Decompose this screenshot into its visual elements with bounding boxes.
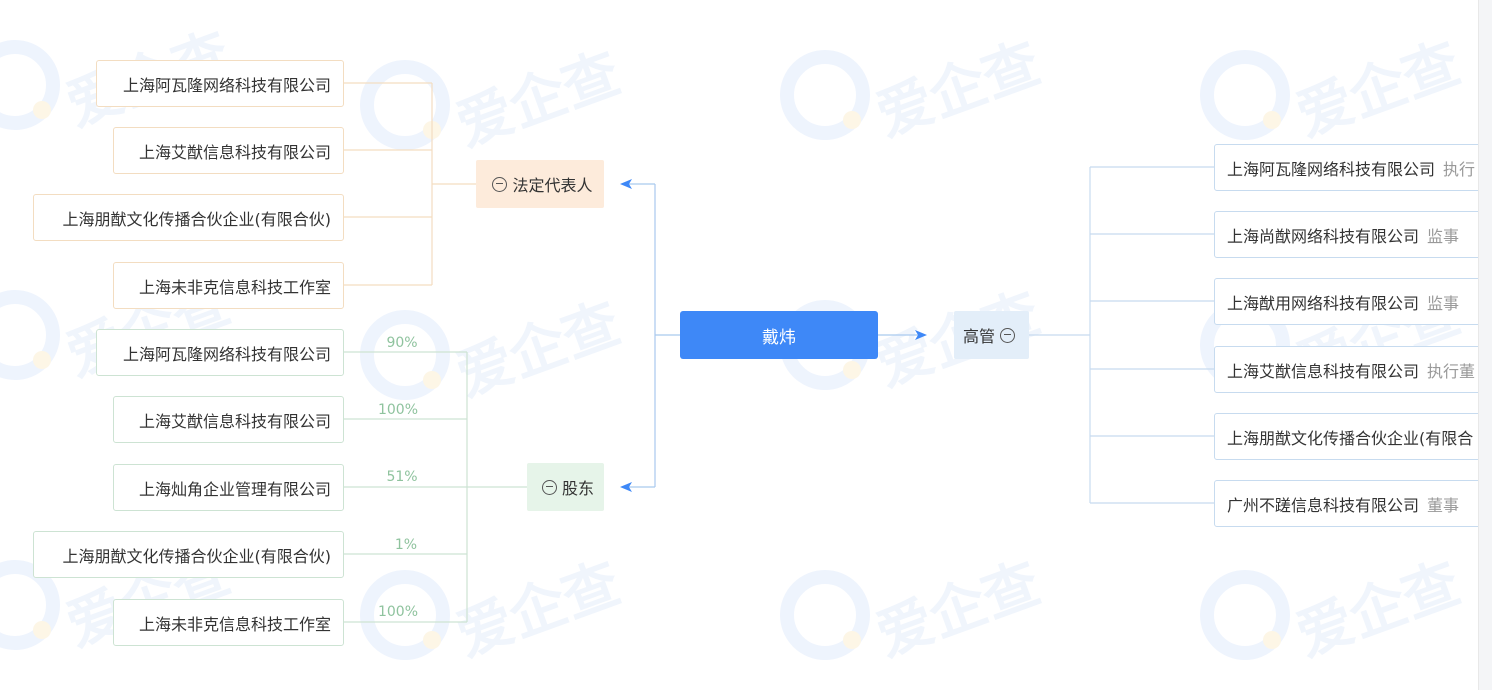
center-connectors (628, 183, 918, 488)
center-person-node[interactable]: 戴炜 (680, 311, 878, 359)
share-percentage: 51% (386, 469, 418, 485)
legal-rep-connectors (344, 82, 476, 286)
company-name: 上海艾猷信息科技有限公司 (1227, 361, 1420, 381)
company-name: 上海未非克信息科技工作室 (138, 277, 331, 297)
company-name: 广州不蹉信息科技有限公司 (1227, 495, 1420, 515)
management-company[interactable]: 上海艾猷信息科技有限公司 执行董 (1214, 346, 1478, 393)
shareholder-company[interactable]: 上海阿瓦隆网络科技有限公司 (96, 329, 344, 376)
shareholder-company[interactable]: 上海未非克信息科技工作室 (113, 599, 344, 646)
position-label: 执行董 (1427, 361, 1476, 381)
shareholder-company[interactable]: 上海朋猷文化传播合伙企业(有限合伙) (33, 531, 344, 578)
share-percentage: 100% (377, 604, 419, 620)
company-name: 上海朋猷文化传播合伙企业(有限合伙) (62, 209, 332, 229)
legal-rep-company[interactable]: 上海未非克信息科技工作室 (113, 262, 344, 309)
company-name: 上海猷用网络科技有限公司 (1227, 293, 1420, 313)
management-company[interactable]: 上海尚猷网络科技有限公司 监事 (1214, 211, 1478, 258)
category-label: 股东 (561, 479, 594, 498)
position-label: 监事 (1427, 293, 1460, 313)
position-label: 执行 (1443, 159, 1476, 179)
legal-rep-category[interactable]: 法定代表人 (476, 160, 604, 208)
category-label: 高管 (962, 327, 995, 346)
company-name: 上海朋猷文化传播合伙企业(有限合 (1227, 428, 1474, 448)
share-percentage: 90% (386, 335, 418, 351)
management-company[interactable]: 上海阿瓦隆网络科技有限公司 执行 (1214, 144, 1478, 191)
management-company[interactable]: 上海朋猷文化传播合伙企业(有限合 (1214, 413, 1478, 460)
company-name: 上海艾猷信息科技有限公司 (138, 411, 331, 431)
arrowheads (620, 179, 927, 492)
management-category[interactable]: 高管 (954, 311, 1029, 359)
category-label: 法定代表人 (512, 176, 593, 195)
company-name: 上海朋猷文化传播合伙企业(有限合伙) (62, 546, 332, 566)
company-name: 上海尚猷网络科技有限公司 (1227, 226, 1420, 246)
company-name: 上海阿瓦隆网络科技有限公司 (122, 344, 331, 364)
share-percentage: 1% (394, 537, 418, 553)
company-name: 上海艾猷信息科技有限公司 (138, 142, 331, 162)
shareholder-company[interactable]: 上海艾猷信息科技有限公司 (113, 396, 344, 443)
collapse-icon[interactable] (1000, 327, 1015, 343)
management-company[interactable]: 上海猷用网络科技有限公司 监事 (1214, 278, 1478, 325)
company-name: 上海灿角企业管理有限公司 (138, 479, 331, 499)
collapse-icon[interactable] (492, 176, 508, 192)
scrollbar-track[interactable] (1478, 0, 1492, 690)
legal-rep-company[interactable]: 上海朋猷文化传播合伙企业(有限合伙) (33, 194, 344, 241)
management-company[interactable]: 广州不蹉信息科技有限公司 董事 (1214, 480, 1478, 527)
shareholder-connectors (344, 351, 527, 623)
company-name: 上海未非克信息科技工作室 (138, 614, 331, 634)
legal-rep-company[interactable]: 上海艾猷信息科技有限公司 (113, 127, 344, 174)
company-name: 上海阿瓦隆网络科技有限公司 (1227, 159, 1436, 179)
company-name: 上海阿瓦隆网络科技有限公司 (122, 75, 331, 95)
person-name: 戴炜 (762, 327, 796, 348)
position-label: 董事 (1427, 495, 1460, 515)
position-label: 监事 (1427, 226, 1460, 246)
shareholder-category[interactable]: 股东 (527, 463, 604, 511)
share-percentage: 100% (377, 402, 419, 418)
collapse-icon[interactable] (541, 479, 557, 495)
shareholder-company[interactable]: 上海灿角企业管理有限公司 (113, 464, 344, 511)
management-connectors (1029, 166, 1214, 504)
legal-rep-company[interactable]: 上海阿瓦隆网络科技有限公司 (96, 60, 344, 107)
